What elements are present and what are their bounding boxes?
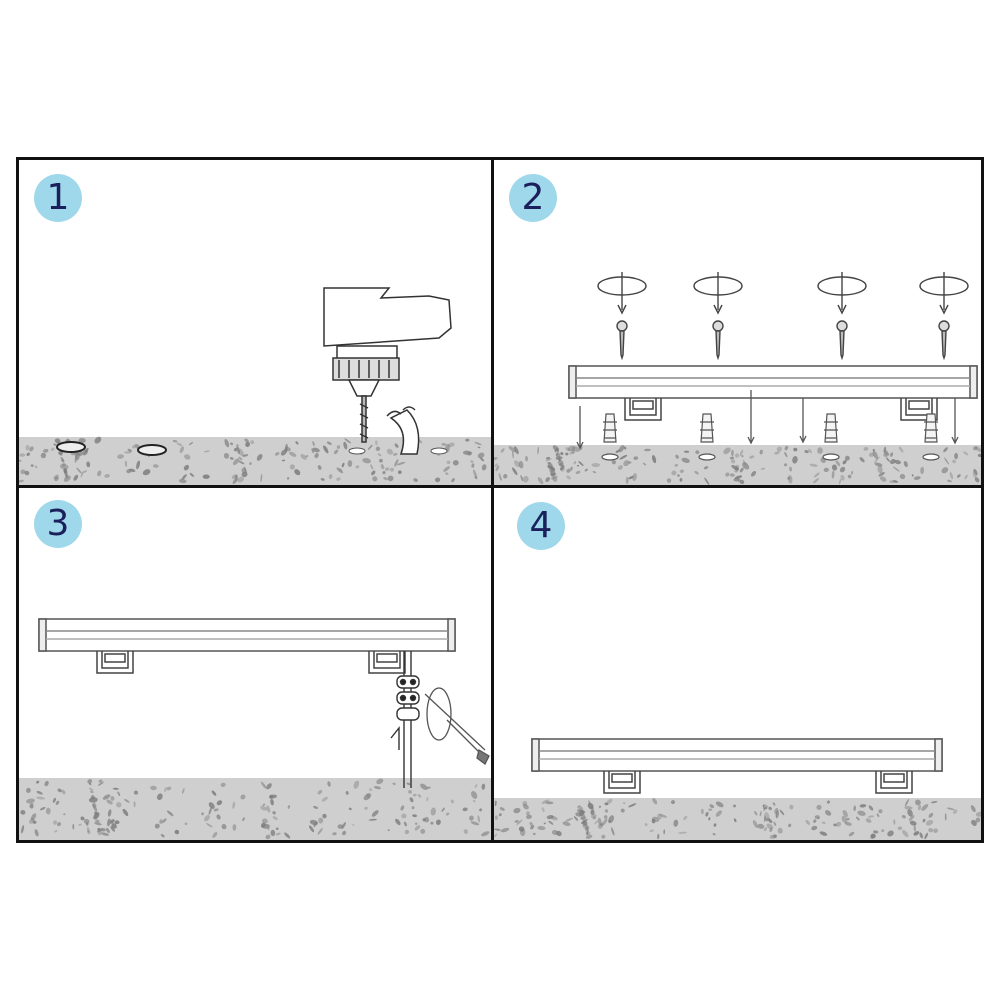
ground-texture [20, 778, 490, 840]
step-2-illustration [494, 272, 981, 485]
screw-rotate-icon [693, 272, 743, 361]
step-4-illustration [494, 738, 981, 840]
down-arrow-icon [747, 390, 755, 445]
screw-rotate-icon [597, 272, 647, 361]
panel-divider-vertical [491, 160, 494, 840]
drilled-hole [56, 441, 86, 453]
power-drill-icon [323, 287, 452, 443]
step-4-badge: 4 [517, 502, 565, 550]
wall-plug-icon [698, 413, 716, 461]
wire-connector-icon [390, 651, 420, 788]
ground-surface [494, 798, 981, 840]
step-3-illustration [19, 618, 491, 840]
wall-plug-icon [922, 413, 940, 461]
step-3-panel: 3 [19, 488, 491, 840]
step-3-badge: 3 [34, 500, 82, 548]
mounting-bracket [96, 651, 134, 674]
down-arrow-icon [799, 398, 807, 444]
led-light-bar [38, 618, 456, 652]
wall-plug-icon [601, 413, 619, 461]
mounting-bracket [875, 771, 913, 794]
magnify-detail-icon [424, 687, 490, 765]
mounting-bracket [624, 398, 662, 421]
drilled-hole [430, 447, 448, 455]
ground-texture [494, 445, 981, 485]
down-arrow-icon [576, 406, 584, 450]
installation-steps-grid: 1 [16, 157, 984, 843]
drilled-hole [348, 447, 366, 455]
ground-surface [19, 437, 491, 485]
screw-rotate-icon [919, 272, 969, 361]
wall-plug-icon [822, 413, 840, 461]
screw-rotate-icon [817, 272, 867, 361]
step-1-badge: 1 [34, 174, 82, 222]
drilled-hole [137, 444, 167, 456]
ground-texture [494, 797, 981, 840]
mounting-bracket [900, 398, 938, 421]
step-1-illustration [19, 287, 491, 485]
panel-divider-horizontal [19, 485, 981, 488]
ground-surface [19, 778, 491, 840]
led-light-bar [531, 738, 943, 772]
led-light-bar [568, 365, 978, 399]
mounting-bracket [368, 651, 406, 674]
step-4-panel: 4 [494, 488, 981, 840]
step-2-badge: 2 [509, 174, 557, 222]
mounting-bracket [603, 771, 641, 794]
cable-hole-icon [386, 406, 420, 455]
step-1-panel: 1 [19, 160, 491, 485]
down-arrow-icon [951, 398, 959, 445]
step-2-panel: 2 [494, 160, 981, 485]
